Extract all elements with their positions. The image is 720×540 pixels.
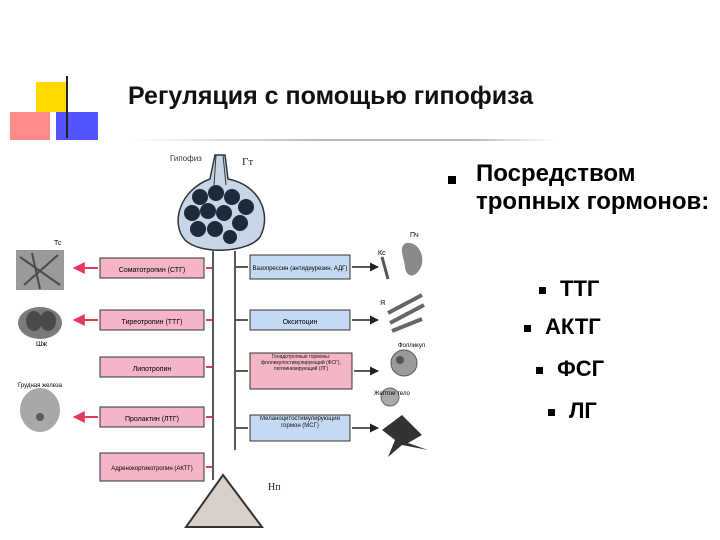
decor-square-blue — [56, 112, 98, 140]
title-underline — [128, 139, 558, 141]
left-arrows — [72, 262, 212, 468]
bullet-square-icon — [536, 366, 543, 374]
box-ttg: Тиреотропин (ТТГ) — [122, 319, 183, 326]
box-ltg: Пролактин (ЛТГ) — [125, 416, 179, 423]
organ-label-shzh: Шж — [36, 341, 47, 348]
organ-label-pch: Пч — [410, 232, 419, 239]
np-label: Нп — [268, 482, 281, 493]
sub-bullet-ttg: ТТГ — [539, 276, 599, 302]
sub-bullet-aktg: АКТГ — [524, 314, 601, 340]
left-hormone-boxes: Соматотропин (СТГ) Тиреотропин (ТТГ) Лип… — [99, 257, 205, 482]
organ-label-ks: Кс — [378, 250, 386, 257]
left-organ-images — [16, 250, 64, 432]
box-adg: Вазопрессин (антидиурезин, АДГ) — [253, 266, 348, 272]
gland-cells — [184, 185, 254, 244]
box-aktg: Адренокортикотропин (АКТГ) — [111, 466, 192, 472]
organ-label-follicle: Фолликул — [398, 343, 426, 349]
organ-label-ya: Я — [380, 300, 385, 307]
bullet-square-icon — [539, 286, 546, 294]
decor-square-pink — [10, 112, 50, 140]
organ-label-ts: Тс — [54, 240, 62, 247]
organ-label-breast: Грудная железа — [18, 383, 63, 389]
box-oxytocin: Окситоцин — [283, 319, 318, 326]
main-bullet-text: Посредством тропных гормонов: — [476, 160, 710, 215]
main-bullet: Посредством тропных гормонов: — [440, 160, 710, 216]
neurohypophysis-shape — [184, 473, 264, 528]
box-lipotropin: Липотропин — [133, 366, 172, 373]
pituitary-diagram: Гипофиз Гт Соматотропин (СТГ) Тиреотропи… — [16, 154, 428, 528]
gt-label: Гт — [242, 156, 253, 168]
pituitary-label: Гипофиз — [170, 154, 202, 163]
bullet-square-icon — [524, 324, 531, 332]
right-organ-images — [380, 242, 428, 457]
box-stg: Соматотропин (СТГ) — [119, 267, 185, 274]
organ-label-corpus-luteum: Желтое тело — [374, 391, 411, 397]
right-arrows — [236, 262, 379, 433]
sub-bullet-lg: ЛГ — [548, 398, 597, 424]
bullet-square-icon — [548, 408, 555, 416]
decor-square-yellow — [36, 82, 66, 112]
bullet-square-icon — [448, 176, 456, 184]
box-msg: Меланоцитостимулирующий гормон (МСГ) — [260, 416, 340, 429]
sub-bullet-fsg: ФСГ — [536, 356, 604, 382]
decor-line-vertical — [66, 76, 68, 138]
slide-title: Регуляция с помощью гипофиза — [128, 82, 534, 110]
bullet-list: Посредством тропных гормонов: — [440, 160, 710, 216]
right-hormone-boxes: Вазопрессин (антидиурезин, АДГ) Окситоци… — [249, 254, 353, 442]
box-gonadotropins: Гонадотропные гормоны: фолликулостимулир… — [261, 354, 341, 372]
